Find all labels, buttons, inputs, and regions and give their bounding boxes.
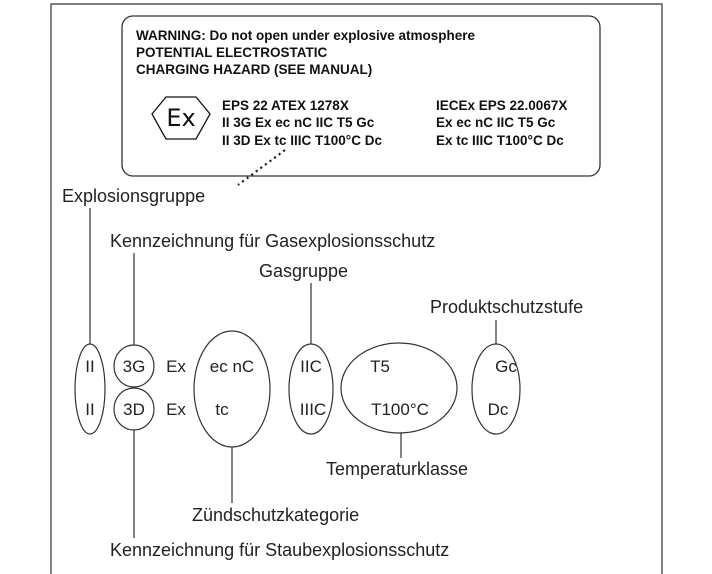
dust-row-protection-level: Dc [488,400,509,419]
gas-row-protection-type: ec nC [210,357,254,376]
ex-hexagon-icon [151,96,211,140]
dotted-pointer-line [237,149,286,186]
atex-line-2: II 3G Ex ec nC IIC T5 Gc [222,115,375,130]
gas-row-category: 3G [123,357,146,376]
label-product-protection-level: Produktschutzstufe [430,297,583,317]
iecex-line-2: Ex ec nC IIC T5 Gc [436,115,556,130]
label-gas-group: Gasgruppe [259,261,348,281]
gas-row-explosion-group: II [85,357,94,376]
gas-row-gas-group: IIC [300,357,322,376]
label-ignition-protection-category: Zündschutzkategorie [192,505,359,525]
label-temperature-class: Temperaturklasse [326,459,468,479]
outer-frame [50,3,663,574]
iecex-line-1: IECEx EPS 22.0067X [436,98,567,113]
gas-row-temperature-class: T5 [370,357,390,376]
ellipse-ignition-protection [193,330,271,448]
dust-row-dust-group: IIIC [300,400,326,419]
dust-row-ex: Ex [166,400,186,419]
label-dust-marking: Kennzeichnung für Staubexplosionsschutz [110,540,449,560]
ellipse-temperature-class [340,342,458,434]
atex-line-3: II 3D Ex tc IIIC T100°C Dc [222,133,382,148]
label-gas-marking: Kennzeichnung für Gasexplosionsschutz [110,231,435,251]
dust-row-temperature-class: T100°C [371,400,429,419]
label-plate [121,15,601,177]
label-explosion-group: Explosionsgruppe [62,186,205,206]
warning-line-2: POTENTIAL ELECTROSTATIC [136,45,327,60]
warning-line-3: CHARGING HAZARD (SEE MANUAL) [136,62,372,77]
gas-row-protection-level: Gc [495,357,517,376]
gas-row-ex: Ex [166,357,186,376]
dust-row-explosion-group: II [85,400,94,419]
warning-line-1: WARNING: Do not open under explosive atm… [136,28,476,43]
iecex-line-3: Ex tc IIIC T100°C Dc [436,133,564,148]
dust-row-protection-type: tc [215,400,229,419]
atex-line-1: EPS 22 ATEX 1278X [222,98,349,113]
ex-logo-text: Ex [166,104,195,132]
dust-row-category: 3D [123,400,145,419]
